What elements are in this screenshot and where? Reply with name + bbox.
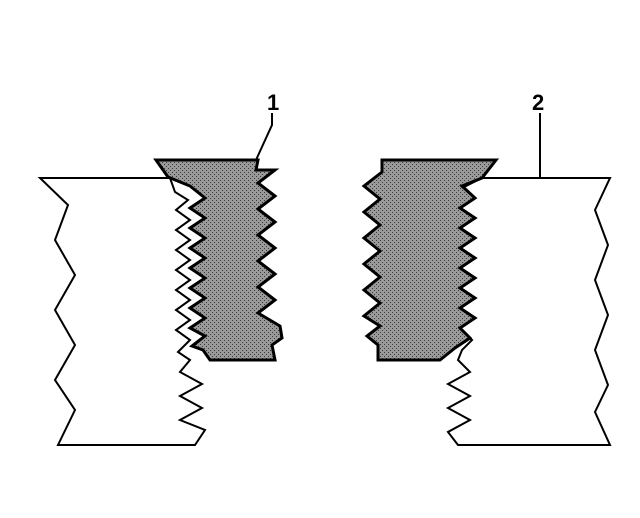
callout-1-label: 1 xyxy=(267,90,279,115)
callout-1-leader xyxy=(255,113,273,161)
left-base-block xyxy=(37,177,207,446)
right-thread-insert xyxy=(361,158,500,362)
callout-2-label: 2 xyxy=(532,90,544,115)
left-thread-insert xyxy=(153,158,284,362)
